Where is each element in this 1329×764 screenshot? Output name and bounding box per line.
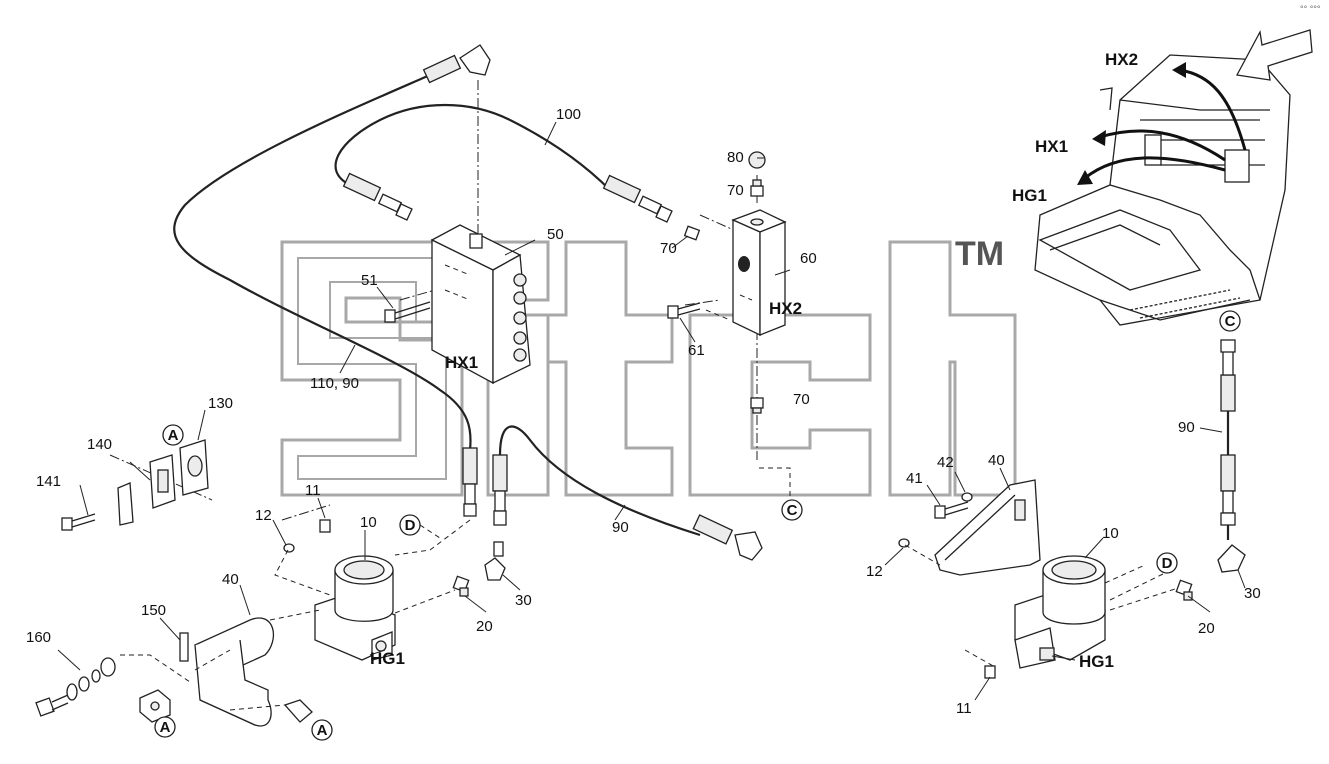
- label-51: 51: [361, 272, 378, 289]
- code-hg1-left: HG1: [370, 649, 405, 668]
- bolt-61: [667, 302, 701, 319]
- label-70-bottom: 70: [793, 391, 810, 408]
- code-hx2: HX2: [769, 299, 802, 318]
- washer-12-left: [283, 543, 295, 553]
- callout-a-top: A: [162, 424, 184, 446]
- code-hg1-right: HG1: [1079, 652, 1114, 671]
- hydraulic-cylinder-10-right: [1014, 555, 1106, 669]
- hose-fittings: [342, 44, 1236, 561]
- label-90-center: 90: [612, 519, 629, 536]
- label-150: 150: [141, 602, 166, 619]
- label-42: 42: [937, 454, 954, 471]
- pin-150: [179, 632, 189, 662]
- bolt-141: [61, 513, 96, 531]
- watermark-logo: [280, 240, 1017, 497]
- label-20-right: 20: [1198, 620, 1215, 637]
- label-12-right: 12: [866, 563, 883, 580]
- label-10-right: 10: [1102, 525, 1119, 542]
- label-30-left: 30: [515, 592, 532, 609]
- label-90-right: 90: [1178, 419, 1195, 436]
- label-10-left: 10: [360, 514, 377, 531]
- label-60: 60: [800, 250, 817, 267]
- svg-text:A: A: [317, 722, 328, 739]
- corner-mark: °° °°°: [1300, 4, 1321, 14]
- inset-code-hx2: HX2: [1105, 50, 1138, 69]
- label-41: 41: [906, 470, 923, 487]
- fitting-70-bottom: [750, 397, 764, 414]
- svg-text:D: D: [405, 517, 416, 534]
- part-number-labels: 100 80 70 50 70 60 51 61 110, 90 70 130 …: [26, 106, 1261, 717]
- callout-d-right: D: [1156, 552, 1178, 574]
- label-50: 50: [547, 226, 564, 243]
- label-80: 80: [727, 149, 744, 166]
- label-20-left: 20: [476, 618, 493, 635]
- svg-text:D: D: [1162, 555, 1173, 572]
- fitting-70-top: [750, 179, 764, 197]
- label-11-left: 11: [305, 482, 321, 499]
- callout-c-right: C: [1219, 310, 1241, 332]
- cap-80: [748, 151, 766, 169]
- label-130: 130: [208, 395, 233, 412]
- callout-a-bottom-left: A: [154, 716, 176, 738]
- leader-lines: [57, 121, 1246, 701]
- inset-arrows: [1084, 68, 1247, 180]
- label-140: 140: [87, 436, 112, 453]
- label-30-right: 30: [1244, 585, 1261, 602]
- label-40-left: 40: [222, 571, 239, 588]
- fitting-20-left: [452, 575, 470, 597]
- fitting-70-side: [683, 225, 701, 241]
- label-110-90: 110, 90: [310, 375, 359, 392]
- label-70-top: 70: [727, 182, 744, 199]
- svg-text:A: A: [168, 427, 179, 444]
- callout-c-center: C: [781, 499, 803, 521]
- fastener-set-160: [35, 657, 116, 717]
- valve-block-60: [705, 209, 787, 337]
- label-11-right: 11: [956, 700, 972, 717]
- label-160: 160: [26, 629, 51, 646]
- inset-code-hg1: HG1: [1012, 186, 1047, 205]
- hoses: [173, 73, 1230, 540]
- washer-12-right: [898, 538, 910, 548]
- sensor-bracket-40-left: [194, 617, 274, 727]
- hydraulic-cylinder-10-left: [314, 555, 396, 661]
- elbow-30-right: [1217, 544, 1246, 573]
- label-100: 100: [556, 106, 581, 123]
- bolt-11-left: [319, 519, 331, 533]
- svg-text:C: C: [787, 502, 798, 519]
- watermark-tm: TM: [955, 235, 1004, 273]
- callout-a-bottom-right: A: [311, 719, 333, 741]
- clamp-block-left: [139, 689, 171, 723]
- valve-block-50: [430, 224, 531, 385]
- label-12-left: 12: [255, 507, 272, 524]
- paver-machine-inset: [1034, 54, 1291, 326]
- inset-code-hx1: HX1: [1035, 137, 1068, 156]
- bolt-11-right: [984, 665, 996, 679]
- washer-42: [961, 492, 973, 502]
- svg-text:A: A: [160, 719, 171, 736]
- connection-dashes: [120, 467, 1179, 711]
- elbow-30-left: [484, 541, 506, 581]
- code-hx1: HX1: [445, 353, 478, 372]
- bolt-51: [384, 301, 431, 323]
- clamp-group-130-140: [117, 439, 209, 526]
- callout-d-left: D: [399, 514, 421, 536]
- label-141: 141: [36, 473, 61, 490]
- label-70-side: 70: [660, 240, 677, 257]
- svg-text:C: C: [1225, 313, 1236, 330]
- label-40-right: 40: [988, 452, 1005, 469]
- bolt-41: [934, 501, 969, 519]
- clamp-right-a: [283, 699, 313, 723]
- view-direction-arrow: [1235, 29, 1313, 81]
- sensor-bracket-40-right: [934, 479, 1041, 576]
- label-61: 61: [688, 342, 705, 359]
